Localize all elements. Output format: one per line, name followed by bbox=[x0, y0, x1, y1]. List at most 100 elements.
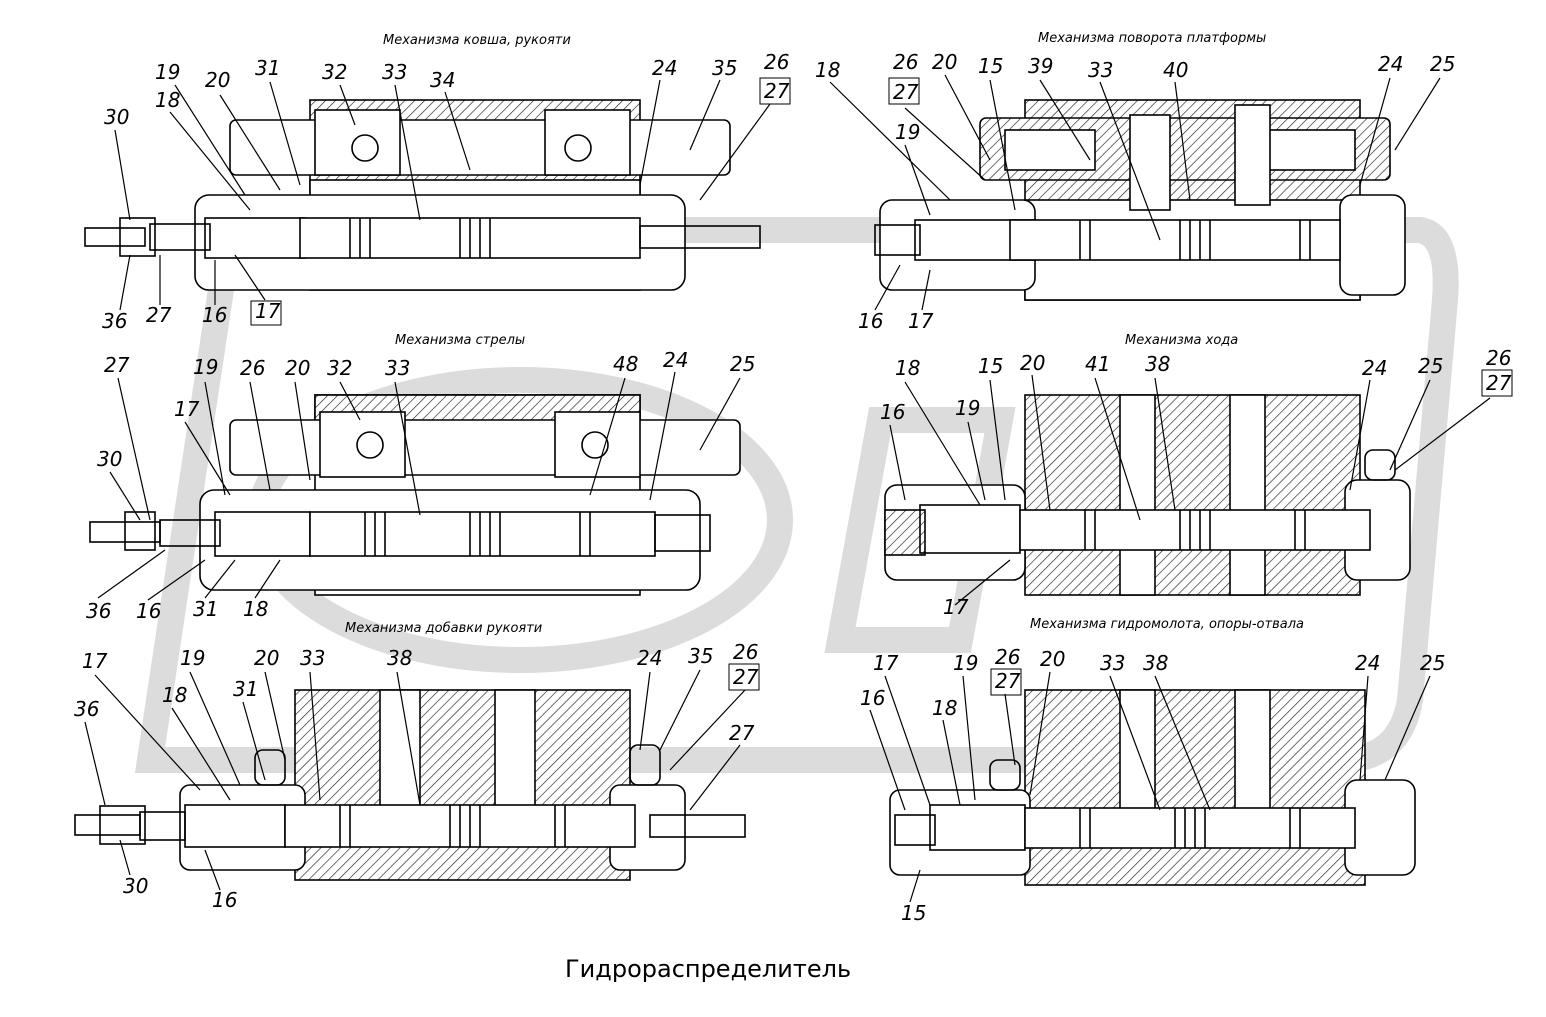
callout-label: 25 bbox=[730, 352, 755, 376]
callout-label: 27 bbox=[1486, 371, 1512, 395]
callout-label: 20 bbox=[1040, 647, 1065, 671]
callout-label: 19 bbox=[955, 396, 980, 420]
callout-label: 18 bbox=[815, 58, 840, 82]
callout-label: 27 bbox=[104, 353, 130, 377]
callout-label: 17 bbox=[908, 309, 934, 333]
callout-label: 30 bbox=[123, 874, 148, 898]
callout-label: 24 bbox=[1355, 651, 1380, 675]
diagram-title: Гидрораспределитель bbox=[565, 955, 851, 983]
callout-label: 39 bbox=[1028, 54, 1053, 78]
callout-label: 26 bbox=[1486, 346, 1511, 370]
callout-label: 38 bbox=[387, 646, 412, 670]
caption-section-4: Механизма хода bbox=[1125, 333, 1238, 348]
callout-label: 36 bbox=[102, 309, 127, 333]
callout-label: 18 bbox=[895, 356, 920, 380]
boxed-callout-frame bbox=[990, 668, 1022, 696]
callout-label: 16 bbox=[202, 303, 227, 327]
callout-label: 20 bbox=[1020, 351, 1045, 375]
callout-label: 20 bbox=[205, 68, 230, 92]
callout-label: 35 bbox=[688, 644, 713, 668]
boxed-callout-frame bbox=[1481, 369, 1513, 397]
callout-label: 24 bbox=[652, 56, 677, 80]
callout-label: 26 bbox=[893, 50, 918, 74]
callout-label: 25 bbox=[1418, 354, 1443, 378]
callout-label: 16 bbox=[858, 309, 883, 333]
callout-label: 27 bbox=[729, 721, 755, 745]
caption-section-6: Механизма гидромолота, опоры-отвала bbox=[1030, 617, 1304, 632]
callout-label: 38 bbox=[1145, 352, 1170, 376]
callout-label: 41 bbox=[1085, 352, 1110, 376]
callout-label: 17 bbox=[82, 649, 108, 673]
callouts-section-5: 17 19 20 33 38 24 35 26 27 36 18 31 27 3… bbox=[74, 640, 759, 912]
callout-label: 15 bbox=[901, 901, 926, 925]
callout-label: 17 bbox=[873, 651, 899, 675]
callout-label: 24 bbox=[663, 348, 688, 372]
caption-section-3: Механизма стрелы bbox=[395, 333, 525, 348]
callout-label: 27 bbox=[764, 79, 790, 103]
callout-label: 20 bbox=[285, 356, 310, 380]
callout-label: 25 bbox=[1430, 52, 1455, 76]
callout-label: 16 bbox=[136, 599, 161, 623]
callout-label: 33 bbox=[382, 60, 407, 84]
valve-top-left bbox=[84, 99, 761, 291]
callout-label: 18 bbox=[155, 88, 180, 112]
leader-lines bbox=[84, 74, 1491, 903]
callout-label: 38 bbox=[1143, 651, 1168, 675]
callout-label: 30 bbox=[97, 447, 122, 471]
valve-middle-left bbox=[89, 394, 741, 596]
callout-label: 40 bbox=[1163, 58, 1188, 82]
callouts-section-6: 17 19 26 27 20 33 38 24 25 16 18 15 bbox=[860, 645, 1445, 925]
caption-section-5: Механизма добавки рукояти bbox=[345, 621, 542, 636]
boxed-callout-frame bbox=[888, 77, 920, 105]
callout-label: 32 bbox=[322, 60, 347, 84]
callout-label: 33 bbox=[1100, 651, 1125, 675]
callout-label: 31 bbox=[233, 677, 258, 701]
callouts-section-4: 18 15 20 41 38 24 25 26 27 16 19 17 bbox=[880, 346, 1512, 619]
valve-bottom-left bbox=[74, 689, 746, 881]
callout-label: 16 bbox=[212, 888, 237, 912]
boxed-callout-frame bbox=[759, 77, 791, 105]
callout-label: 26 bbox=[240, 356, 265, 380]
callout-label: 24 bbox=[1362, 356, 1387, 380]
valve-middle-right bbox=[884, 394, 1411, 596]
callout-label: 32 bbox=[327, 356, 352, 380]
callout-label: 16 bbox=[860, 686, 885, 710]
callout-label: 48 bbox=[613, 352, 638, 376]
callout-label: 26 bbox=[733, 640, 758, 664]
callout-label: 36 bbox=[86, 599, 111, 623]
callouts-section-1: 19 20 31 32 33 34 24 35 26 27 30 18 36 2… bbox=[102, 50, 790, 333]
callout-label: 15 bbox=[978, 354, 1003, 378]
callout-label: 19 bbox=[155, 60, 180, 84]
callout-label: 24 bbox=[637, 646, 662, 670]
callout-label: 26 bbox=[995, 645, 1020, 669]
callout-label: 18 bbox=[162, 683, 187, 707]
caption-section-1: Механизма ковша, рукояти bbox=[383, 33, 571, 48]
callout-label: 27 bbox=[995, 669, 1021, 693]
callout-label: 26 bbox=[764, 50, 789, 74]
valve-bottom-right bbox=[889, 689, 1416, 886]
callout-label: 17 bbox=[943, 595, 969, 619]
callout-label: 36 bbox=[74, 697, 99, 721]
callout-label: 20 bbox=[932, 50, 957, 74]
callout-label: 18 bbox=[243, 597, 268, 621]
callout-label: 33 bbox=[300, 646, 325, 670]
callouts-section-2: 18 26 27 20 15 39 33 40 24 25 19 16 17 bbox=[815, 50, 1455, 333]
callout-label: 24 bbox=[1378, 52, 1403, 76]
callout-label: 20 bbox=[254, 646, 279, 670]
callout-label: 31 bbox=[193, 597, 218, 621]
boxed-callout-frame bbox=[250, 300, 282, 326]
callouts-section-3: 27 19 26 20 32 33 48 24 25 17 30 36 16 3… bbox=[86, 348, 755, 623]
caption-section-2: Механизма поворота платформы bbox=[1038, 31, 1266, 46]
callout-label: 25 bbox=[1420, 651, 1445, 675]
callout-label: 19 bbox=[180, 646, 205, 670]
callout-label: 30 bbox=[104, 105, 129, 129]
callout-label: 33 bbox=[1088, 58, 1113, 82]
callout-label: 15 bbox=[978, 54, 1003, 78]
valve-top-right bbox=[874, 99, 1406, 301]
callout-label: 19 bbox=[193, 355, 218, 379]
callout-label: 27 bbox=[893, 80, 919, 104]
boxed-callout-frame bbox=[728, 663, 760, 691]
callout-label: 27 bbox=[733, 665, 759, 689]
